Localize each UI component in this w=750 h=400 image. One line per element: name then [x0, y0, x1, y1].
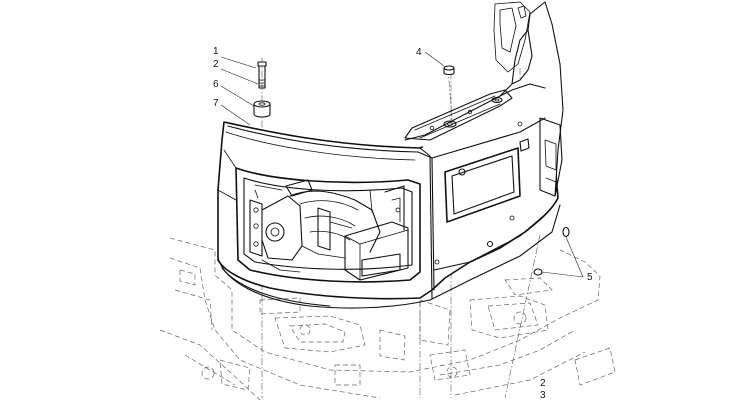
callout-7: 7	[213, 98, 219, 109]
callout-labels: 1 2 6 7 4 5 2 3	[213, 46, 593, 400]
leader-lines	[220, 51, 584, 278]
internal-mechanism	[249, 179, 409, 281]
counterweight-assembly	[217, 1, 564, 309]
callout-6: 6	[213, 79, 219, 90]
callout-1: 1	[213, 46, 219, 57]
callout-5: 5	[587, 272, 593, 283]
plug-part	[443, 65, 455, 76]
machine-base-outline	[159, 237, 616, 400]
callout-3: 3	[540, 390, 546, 400]
bolt-and-spacer-parts	[253, 61, 271, 118]
callout-2: 2	[213, 59, 219, 70]
bolt-head	[257, 61, 267, 67]
callout-2-bottom: 2	[540, 378, 546, 389]
callout-4: 4	[416, 47, 422, 58]
o-ring-parts	[533, 226, 570, 276]
